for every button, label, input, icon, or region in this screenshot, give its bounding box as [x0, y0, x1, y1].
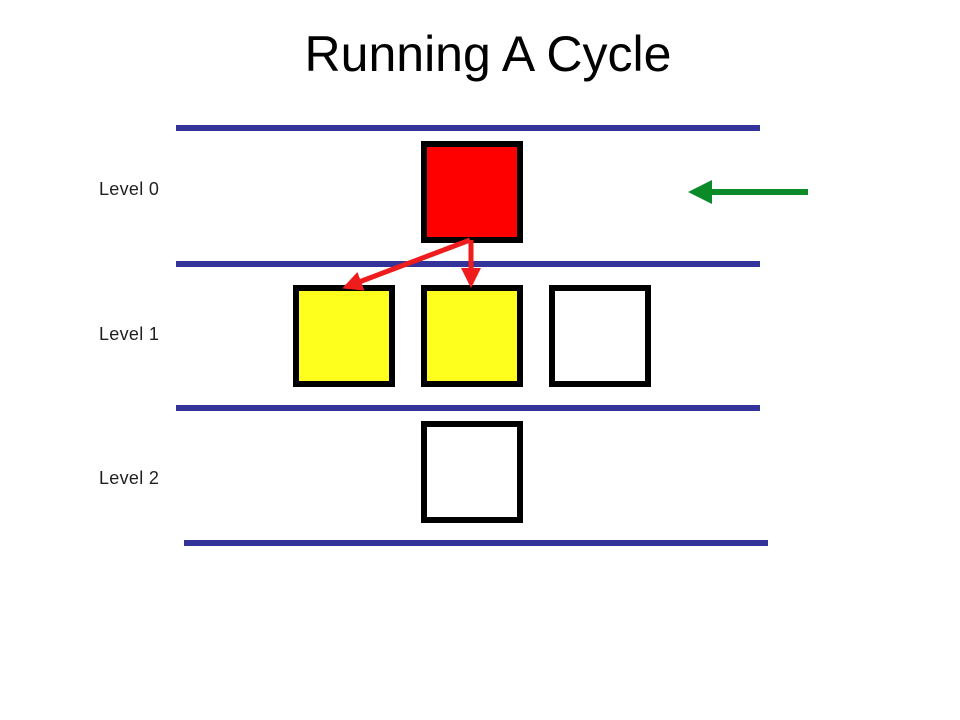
- level-2-label: Level 2: [99, 468, 160, 488]
- slide-title: Running A Cycle: [304, 26, 672, 82]
- level-1-node-1: [421, 285, 523, 387]
- left-arrow-icon: [688, 180, 808, 204]
- level-0-node-0: [421, 141, 523, 243]
- level-1-node-0: [293, 285, 395, 387]
- level-2-node-0: [421, 421, 523, 523]
- edge-arrow: [342, 237, 471, 291]
- level-0-label: Level 0: [99, 179, 160, 199]
- level-1-node-2: [549, 285, 651, 387]
- level-1-label: Level 1: [99, 324, 160, 344]
